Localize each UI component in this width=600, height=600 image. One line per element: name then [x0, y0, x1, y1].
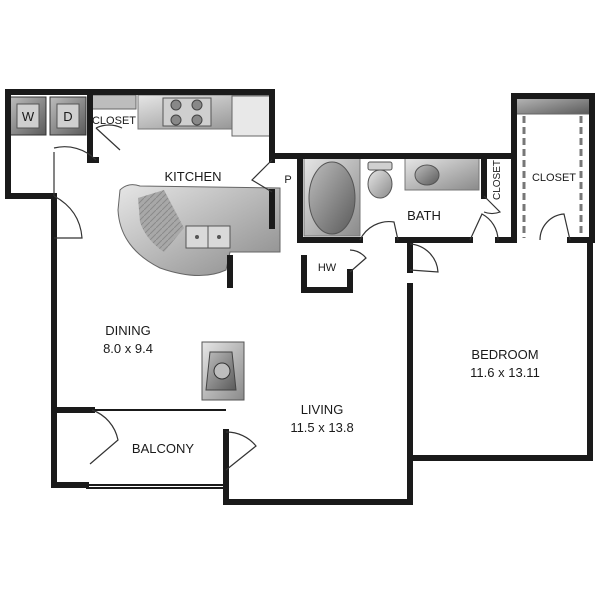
bath-label: BATH	[407, 208, 441, 223]
hw-label: HW	[318, 262, 337, 274]
living-label: LIVING	[301, 402, 344, 417]
bedroom-dims: 11.6 x 13.11	[470, 365, 540, 380]
pantry-label: P	[284, 174, 291, 186]
closet-bedroom-label: CLOSET	[532, 172, 576, 184]
balcony-label: BALCONY	[132, 441, 194, 456]
closet-bath-label: CLOSET	[492, 160, 503, 200]
washer-label: W	[22, 109, 35, 124]
walls	[5, 89, 595, 505]
bath-fixtures	[303, 157, 480, 237]
dining-dims: 8.0 x 9.4	[103, 341, 153, 356]
kitchen-label: KITCHEN	[164, 169, 221, 184]
dryer-label: D	[63, 109, 72, 124]
closet-shelf	[513, 95, 591, 238]
fireplace	[201, 341, 245, 401]
kitchen-fixtures	[91, 94, 281, 277]
door-swings	[53, 124, 571, 471]
room-labels: CLOSET KITCHEN P BATH CLOSET CLOSET HW D…	[92, 115, 576, 456]
washer-dryer: W D	[9, 96, 87, 136]
living-dims: 11.5 x 13.8	[290, 420, 353, 435]
bedroom-label: BEDROOM	[471, 347, 538, 362]
closet-laundry-label: CLOSET	[92, 115, 136, 127]
dining-label: DINING	[105, 323, 151, 338]
